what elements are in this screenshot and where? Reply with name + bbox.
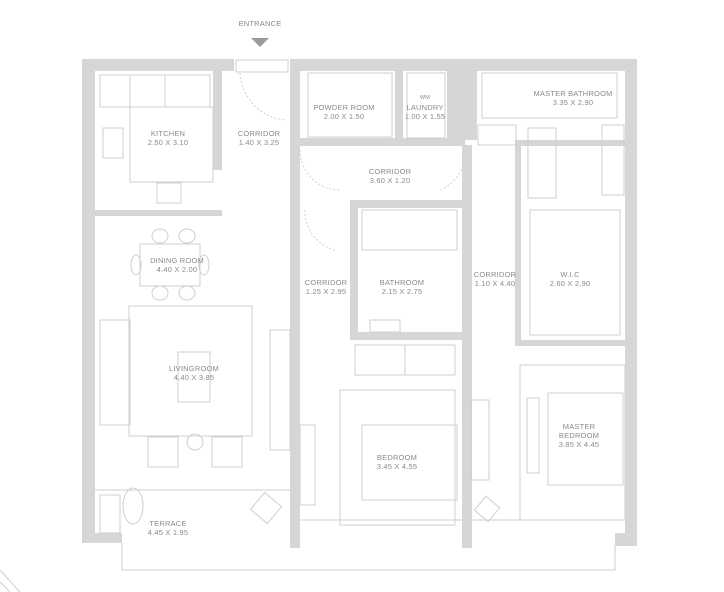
room-size: 1.25 X 2.95	[306, 287, 347, 296]
walls	[82, 59, 637, 548]
entrance-arrow-icon	[251, 38, 269, 47]
room-size: 2.50 X 3.10	[148, 138, 189, 147]
room-name: POWDER ROOM	[313, 103, 374, 112]
north-arrow-icon	[0, 569, 21, 592]
room-size: 2.15 X 2.75	[382, 287, 423, 296]
room-master-bathroom: MASTER BATHROOM 3.35 X 2.90	[533, 89, 612, 107]
room-size: 4.40 X 2.00	[157, 265, 198, 274]
room-name: MASTER	[563, 422, 596, 431]
room-kitchen: KITCHEN 2.50 X 3.10	[148, 129, 189, 147]
room-laundry: WM LAUNDRY 1.00 X 1.55	[405, 95, 446, 121]
room-wic: W.I.C 2.60 X 2.90	[550, 270, 591, 288]
room-size: 3.60 X 1.20	[370, 176, 411, 185]
room-terrace: TERRACE 4.45 X 1.95	[148, 519, 189, 537]
room-name: BATHROOM	[380, 278, 424, 287]
room-size: 4.45 X 1.95	[148, 528, 189, 537]
room-size: 1.00 X 1.55	[405, 112, 446, 121]
room-name-line2: BEDROOM	[559, 431, 599, 440]
room-name: BEDROOM	[377, 453, 417, 462]
room-corridor-mid: CORRIDOR 3.60 X 1.20	[369, 167, 412, 185]
room-bedroom: BEDROOM 3.45 X 4.55	[377, 453, 418, 471]
room-name: CORRIDOR	[474, 270, 517, 279]
room-size: 2.60 X 2.90	[550, 279, 591, 288]
interior-lines	[95, 59, 626, 571]
room-bathroom: BATHROOM 2.15 X 2.75	[380, 278, 424, 296]
washing-machine-label: WM	[420, 95, 430, 101]
room-name: CORRIDOR	[369, 167, 412, 176]
room-size: 2.00 X 1.50	[324, 112, 365, 121]
room-size: 4.40 X 3.85	[174, 373, 215, 382]
entrance-label: ENTRANCE	[239, 19, 282, 28]
room-dining-room: DINING ROOM 4.40 X 2.00	[150, 256, 204, 274]
room-name: DINING ROOM	[150, 256, 204, 265]
room-size: 3.45 X 4.55	[377, 462, 418, 471]
room-name: CORRIDOR	[305, 278, 348, 287]
room-name: CORRIDOR	[238, 129, 281, 138]
room-name: LAUNDRY	[406, 103, 443, 112]
room-size: 3.85 X 4.45	[559, 440, 600, 449]
room-size: 1.10 X 4.40	[475, 279, 516, 288]
room-size: 3.35 X 2.90	[553, 98, 594, 107]
room-livingroom: LIVINGROOM 4.40 X 3.85	[169, 364, 219, 382]
room-name: MASTER BATHROOM	[533, 89, 612, 98]
room-master-bedroom: MASTER BEDROOM 3.85 X 4.45	[559, 422, 600, 449]
room-corridor-right: CORRIDOR 1.10 X 4.40	[474, 270, 517, 288]
room-name: W.I.C	[560, 270, 580, 279]
room-name: TERRACE	[149, 519, 186, 528]
room-powder-room: POWDER ROOM 2.00 X 1.50	[313, 103, 374, 121]
room-name: LIVINGROOM	[169, 364, 219, 373]
room-corridor-entry: CORRIDOR 1.40 X 3.25	[238, 129, 281, 147]
room-name: KITCHEN	[151, 129, 185, 138]
room-size: 1.40 X 3.25	[239, 138, 280, 147]
room-corridor-left: CORRIDOR 1.25 X 2.95	[305, 278, 348, 296]
